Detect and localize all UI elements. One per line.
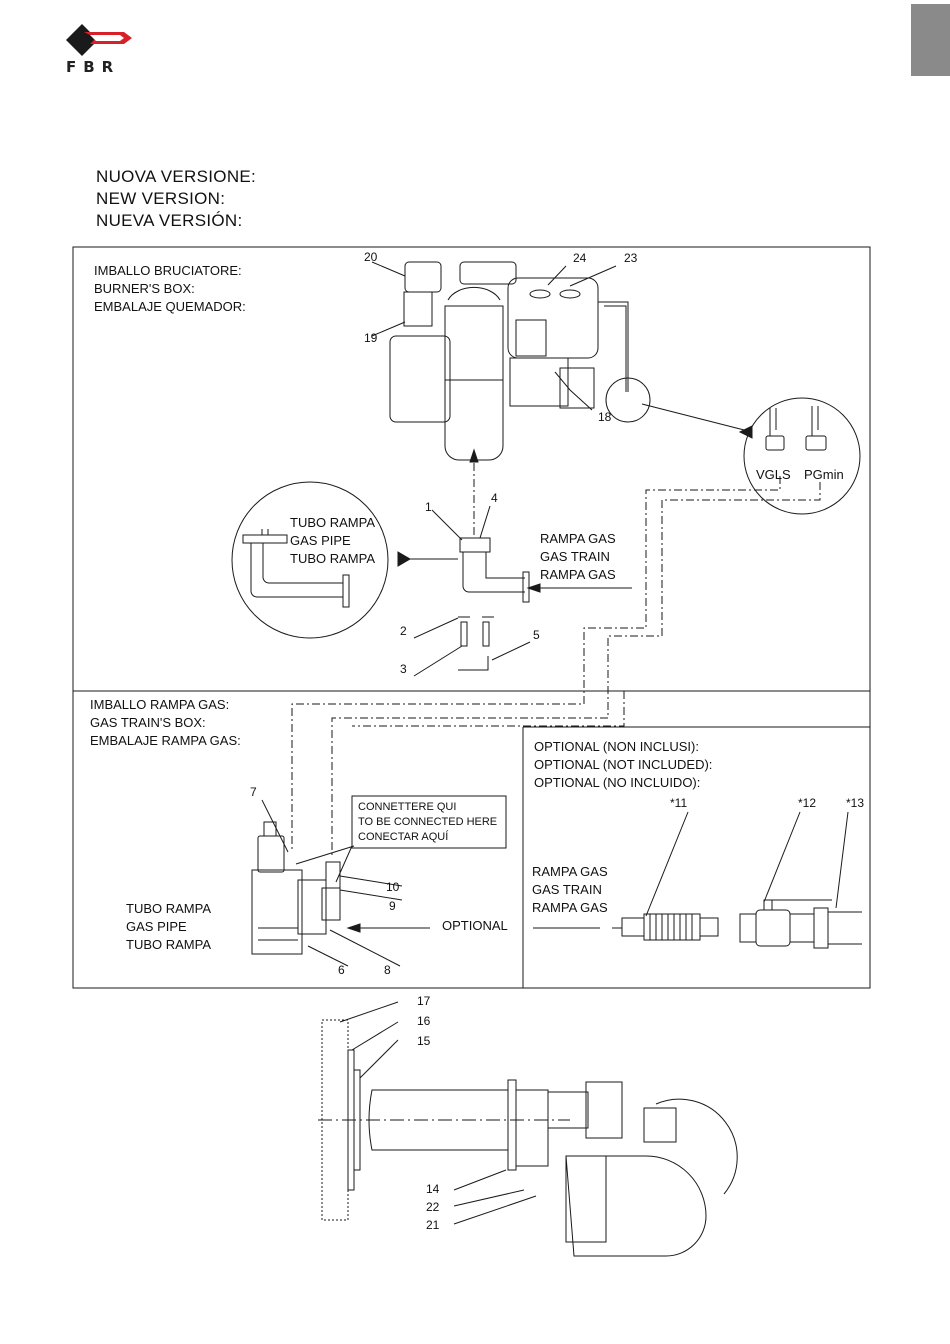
burner-box-line-es: EMBALAJE QUEMADOR:: [94, 299, 246, 314]
callout-14: 14: [426, 1182, 440, 1196]
lower-pipe-line-es: TUBO RAMPA: [126, 937, 211, 952]
gas-train-box-label: IMBALLO RAMPA GAS: GAS TRAIN'S BOX: EMBA…: [90, 696, 241, 750]
logo-text: FBR: [66, 58, 121, 76]
callout-18: 18: [598, 410, 612, 424]
gas-train-line-en: GAS TRAIN: [540, 549, 610, 564]
callout-1: 1: [425, 500, 432, 514]
section-tab: [911, 4, 950, 76]
gas-train-line-es: RAMPA GAS: [540, 567, 616, 582]
gas-pipe-part: [431, 505, 530, 603]
callout-5: 5: [533, 628, 540, 642]
burner-top-drawing: [389, 261, 629, 461]
gas-train-box-line-en: GAS TRAIN'S BOX:: [90, 715, 206, 730]
optional-arrow-label: OPTIONAL: [442, 918, 508, 933]
callout-2: 2: [400, 624, 407, 638]
callout-16: 16: [417, 1014, 431, 1028]
callout-9: 9: [389, 899, 396, 913]
gas-train-box-line-es: EMBALAJE RAMPA GAS:: [90, 733, 241, 748]
lower-pipe-label: TUBO RAMPA GAS PIPE TUBO RAMPA: [126, 900, 211, 954]
connection-routes: [291, 476, 821, 856]
callout-7: 7: [250, 785, 257, 799]
optional-train-line-es: RAMPA GAS: [532, 900, 608, 915]
callout-21: 21: [426, 1218, 440, 1232]
optional-box-label: OPTIONAL (NON INCLUSI): OPTIONAL (NOT IN…: [534, 738, 712, 792]
gas-pipe-line-en: GAS PIPE: [290, 533, 351, 548]
callout-15: 15: [417, 1034, 431, 1048]
callout-12: *12: [798, 796, 817, 810]
title-line-it: NUOVA VERSIONE:: [96, 167, 257, 186]
optional-line-en: OPTIONAL (NOT INCLUDED):: [534, 757, 713, 772]
title-line-es: NUEVA VERSIÓN:: [96, 211, 243, 230]
callout-3: 3: [400, 662, 407, 676]
burner-box-line-it: IMBALLO BRUCIATORE:: [94, 263, 242, 278]
callout-6: 6: [338, 963, 345, 977]
optional-train-line-en: GAS TRAIN: [532, 882, 602, 897]
gas-train-line-it: RAMPA GAS: [540, 531, 616, 546]
gas-pipe-detail-circle: [231, 481, 389, 639]
connect-here-box: [351, 795, 507, 849]
callout-22: 22: [426, 1200, 440, 1214]
optional-line-es: OPTIONAL (NO INCLUIDO):: [534, 775, 701, 790]
callout-13: *13: [846, 796, 865, 810]
vgls-label: VGLS: [756, 467, 791, 482]
lower-pipe-line-it: TUBO RAMPA: [126, 901, 211, 916]
page-title: NUOVA VERSIONE: NEW VERSION: NUEVA VERSI…: [96, 166, 256, 232]
gas-pipe-line-es: TUBO RAMPA: [290, 551, 375, 566]
callout-24: 24: [573, 251, 587, 265]
burner-side-drawing: [318, 1001, 738, 1257]
gas-train-label: RAMPA GAS GAS TRAIN RAMPA GAS: [540, 530, 616, 584]
callout-11: *11: [670, 796, 688, 810]
connect-line-en: TO BE CONNECTED HERE: [358, 816, 498, 828]
brand-logo: FBR: [62, 18, 142, 80]
lower-pipe-line-en: GAS PIPE: [126, 919, 187, 934]
optional-items-drawing: [533, 811, 862, 949]
pgmin-label: PGmin: [804, 467, 844, 482]
callout-17: 17: [417, 994, 431, 1008]
optional-train-line-it: RAMPA GAS: [532, 864, 608, 879]
burner-box-label: IMBALLO BRUCIATORE: BURNER'S BOX: EMBALA…: [94, 262, 246, 316]
diagram-frame: [72, 246, 871, 989]
callout-23: 23: [624, 251, 638, 265]
optional-line-it: OPTIONAL (NON INCLUSI):: [534, 739, 699, 754]
logo-mark-icon: [66, 24, 132, 56]
burner-box-line-en: BURNER'S BOX:: [94, 281, 195, 296]
gas-pipe-detail-label: TUBO RAMPA GAS PIPE TUBO RAMPA: [290, 514, 375, 568]
gas-train-box-line-it: IMBALLO RAMPA GAS:: [90, 697, 230, 712]
gas-valve-drawing: [251, 821, 341, 955]
callout-4: 4: [491, 491, 498, 505]
callout-10: 10: [386, 880, 400, 894]
connect-line-es: CONECTAR AQUÍ: [358, 831, 449, 843]
gas-pipe-line-it: TUBO RAMPA: [290, 515, 375, 530]
callout-20: 20: [364, 250, 378, 264]
connect-line-it: CONNETTERE QUI: [358, 801, 457, 813]
connect-here-note: CONNETTERE QUI TO BE CONNECTED HERE CONE…: [358, 800, 497, 845]
title-line-en: NEW VERSION:: [96, 189, 226, 208]
optional-train-label: RAMPA GAS GAS TRAIN RAMPA GAS: [532, 863, 608, 917]
callout-19: 19: [364, 331, 378, 345]
callout-8: 8: [384, 963, 391, 977]
switches-detail-circle: [743, 397, 861, 515]
